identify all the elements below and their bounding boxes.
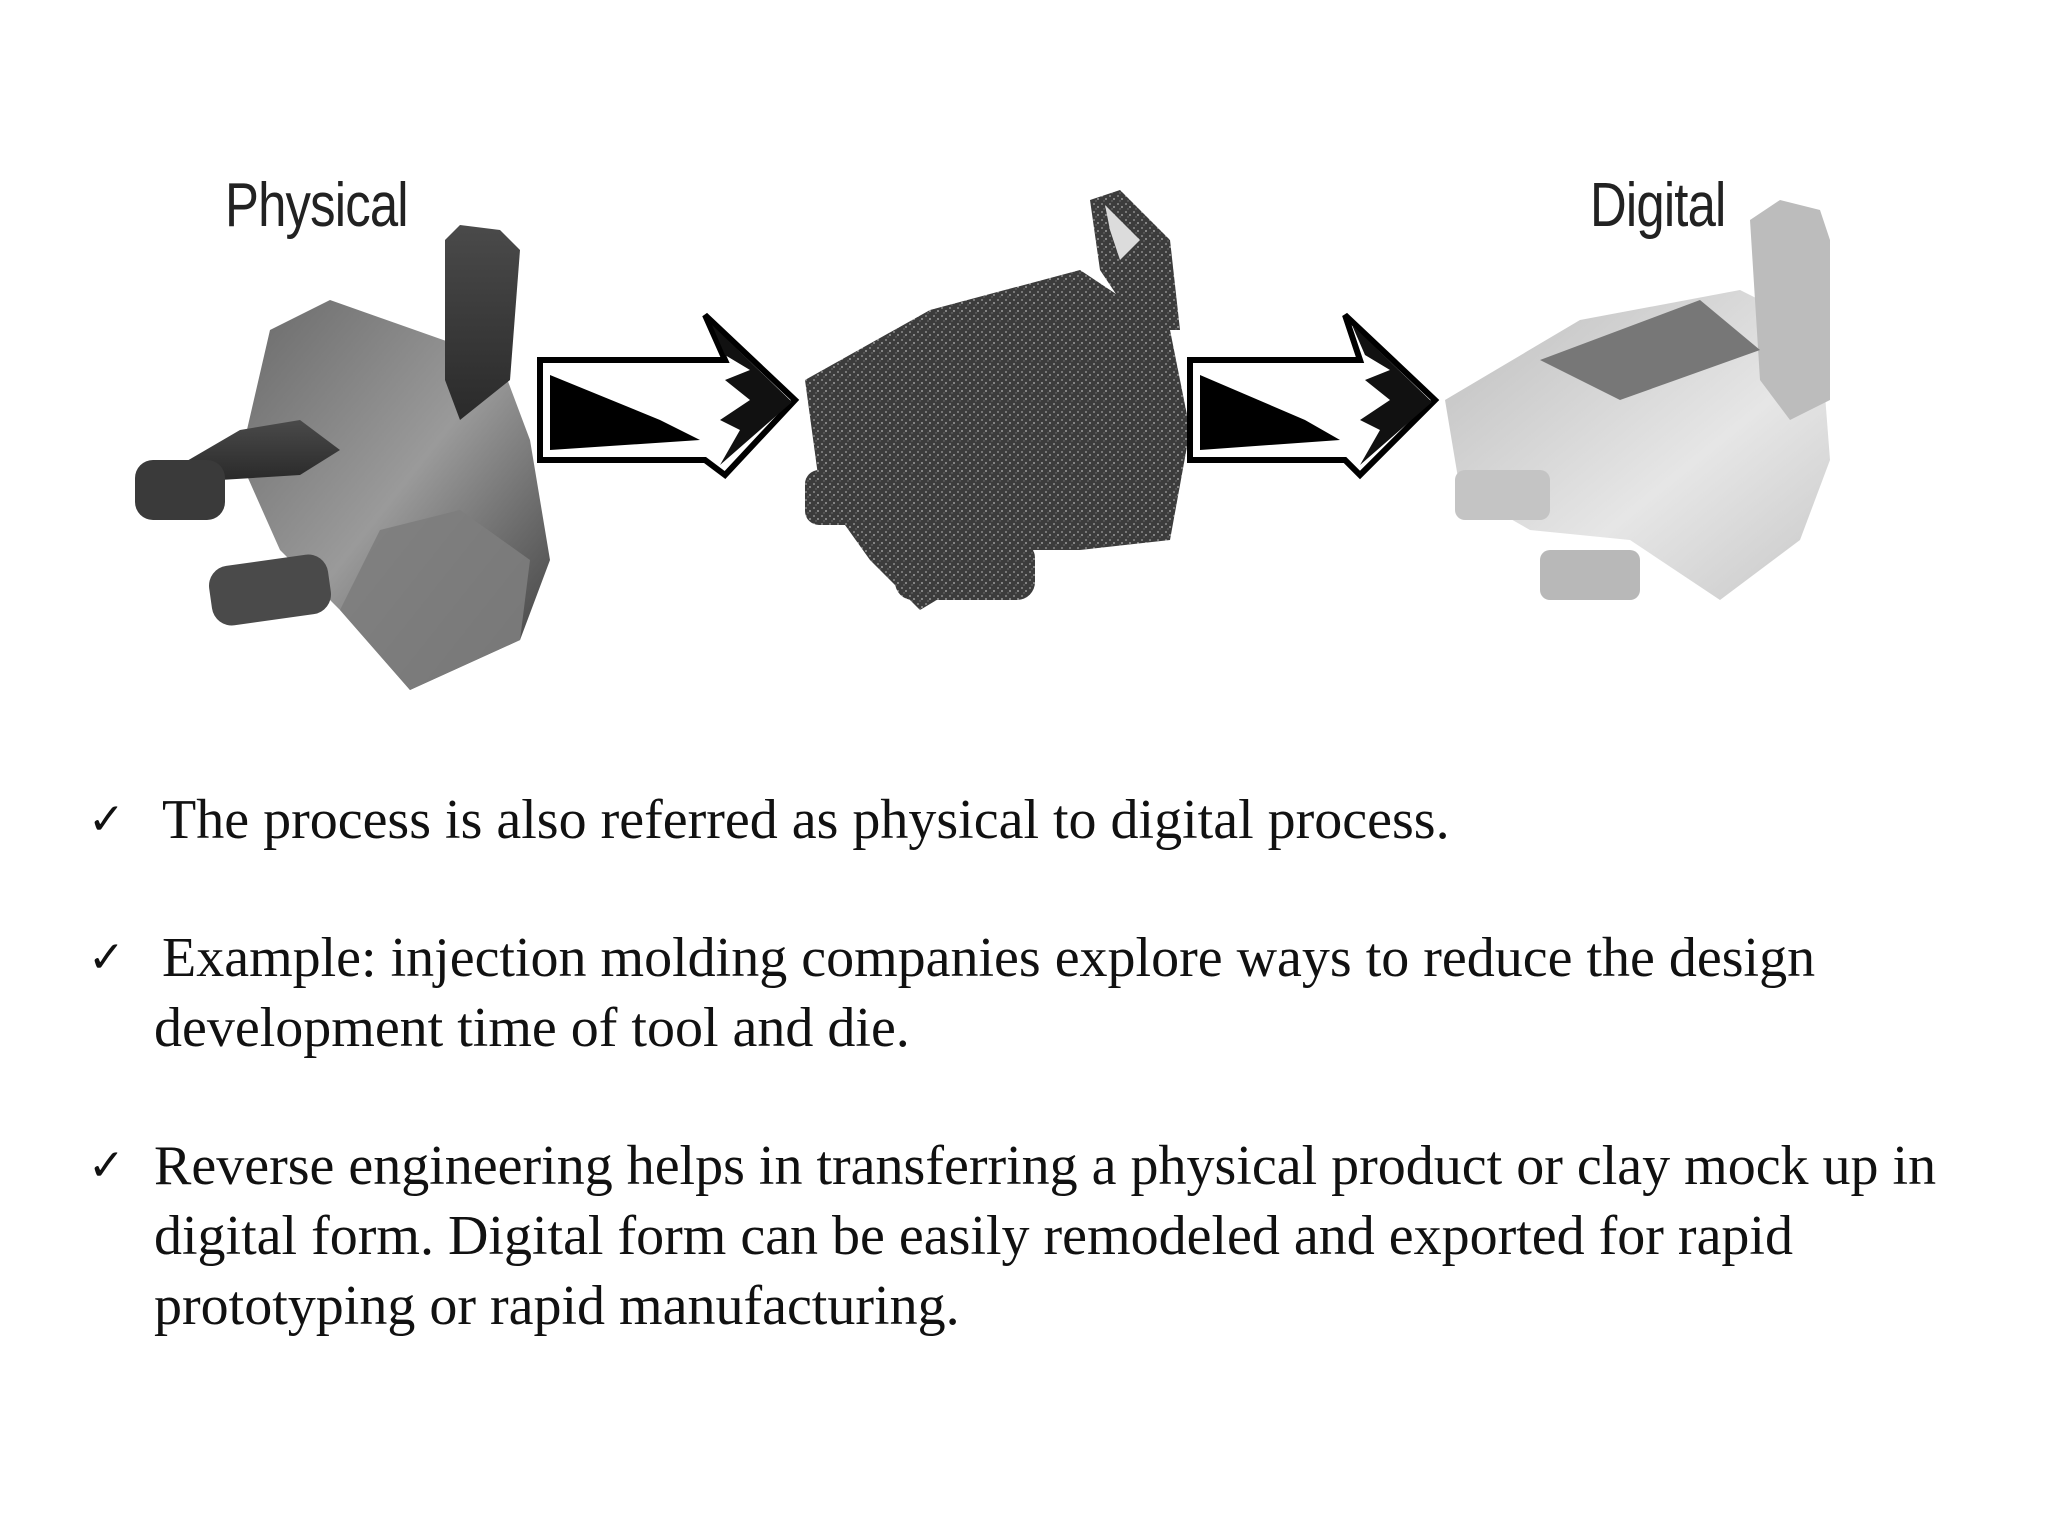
bullet-text: The process is also referred as physical… xyxy=(162,789,1450,851)
bullet-list: ✓ The process is also referred as physic… xyxy=(88,785,1988,1409)
bullet-item: ✓ Example: injection molding companies e… xyxy=(88,923,1988,1063)
physical-label: Physical xyxy=(225,171,409,240)
reverse-engineering-figure: Physical Digital xyxy=(60,130,1940,770)
bullet-item: ✓ Reverse engineering helps in transferr… xyxy=(88,1131,1988,1341)
digital-label: Digital xyxy=(1590,171,1726,240)
checkmark-icon: ✓ xyxy=(88,932,125,983)
checkmark-icon: ✓ xyxy=(88,794,125,845)
physical-part-image xyxy=(135,225,550,690)
bullet-text: Reverse engineering helps in transferrin… xyxy=(154,1135,1937,1337)
figure-illustration xyxy=(135,190,1830,690)
jagged-right-arrow-icon xyxy=(537,312,800,480)
digital-model-image xyxy=(1445,200,1830,600)
scanned-part-image xyxy=(805,190,1190,610)
checkmark-icon: ✓ xyxy=(88,1140,125,1191)
bullet-item: ✓ The process is also referred as physic… xyxy=(88,785,1988,855)
jagged-right-arrow-icon xyxy=(1187,312,1440,480)
bullet-text: Example: injection molding companies exp… xyxy=(154,927,1816,1059)
